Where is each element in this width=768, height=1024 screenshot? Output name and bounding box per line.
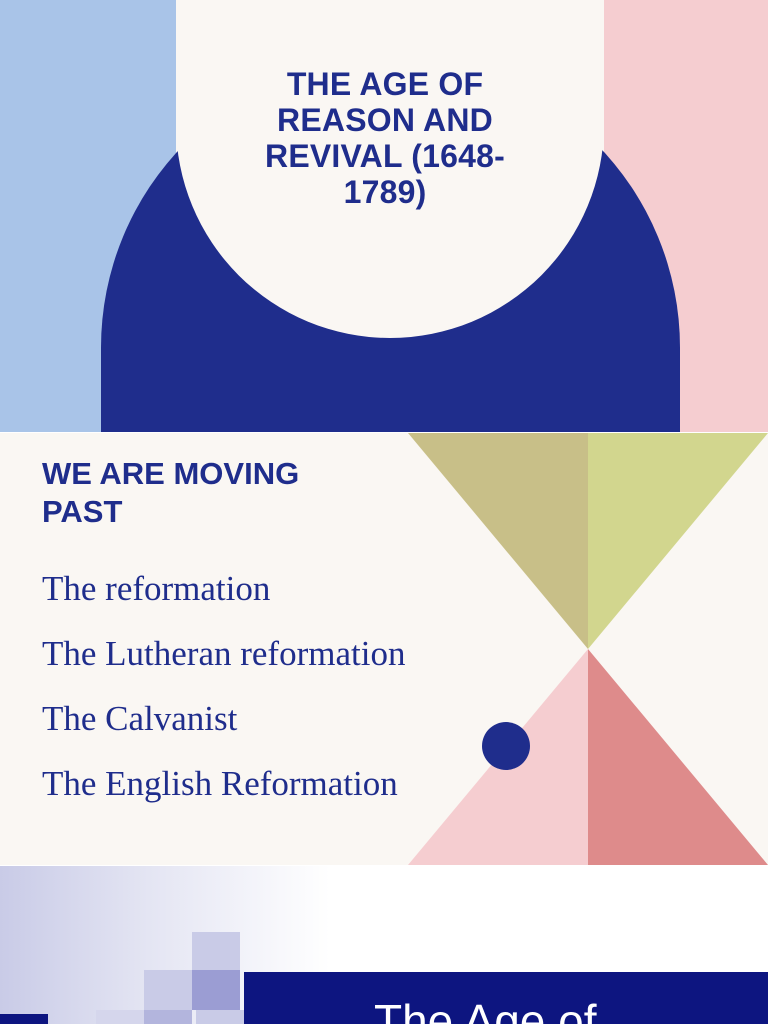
list-item: The English Reformation <box>42 764 398 803</box>
content-slide: WE ARE MOVING PAST The reformation The L… <box>0 433 768 865</box>
title-bar <box>244 972 768 1024</box>
section-heading: WE ARE MOVING PAST <box>42 455 402 531</box>
title-line: THE AGE OF <box>286 66 484 102</box>
decor-square <box>144 970 192 1010</box>
decor-square <box>196 1010 244 1024</box>
title-line: REVIVAL (1648- <box>265 138 505 174</box>
decor-square <box>0 1014 48 1024</box>
cream-top-fill <box>176 0 604 140</box>
topic-list: The reformation The Lutheran reformation… <box>42 569 405 829</box>
list-item: The Calvanist <box>42 699 238 738</box>
list-item: The Lutheran reformation <box>42 634 406 673</box>
decor-square <box>96 1010 144 1024</box>
list-item: The reformation <box>42 569 271 608</box>
navy-dot <box>482 722 530 770</box>
heading-line: PAST <box>42 494 123 529</box>
lime-triangle <box>588 433 768 649</box>
slide-title: THE AGE OF REASON AND REVIVAL (1648- 178… <box>210 66 560 210</box>
decor-square <box>192 970 240 1010</box>
geometric-decoration <box>408 433 768 865</box>
title-line: 1789) <box>343 174 427 210</box>
title-slide: THE AGE OF REASON AND REVIVAL (1648- 178… <box>0 0 768 432</box>
salmon-triangle <box>588 649 768 865</box>
heading-line: WE ARE MOVING <box>42 456 300 491</box>
title-line: REASON AND <box>277 102 493 138</box>
slide-title: The Age of <box>374 995 597 1024</box>
next-slide-preview: The Age of <box>0 866 768 1024</box>
olive-triangle <box>408 433 588 649</box>
decor-square <box>144 1010 192 1024</box>
